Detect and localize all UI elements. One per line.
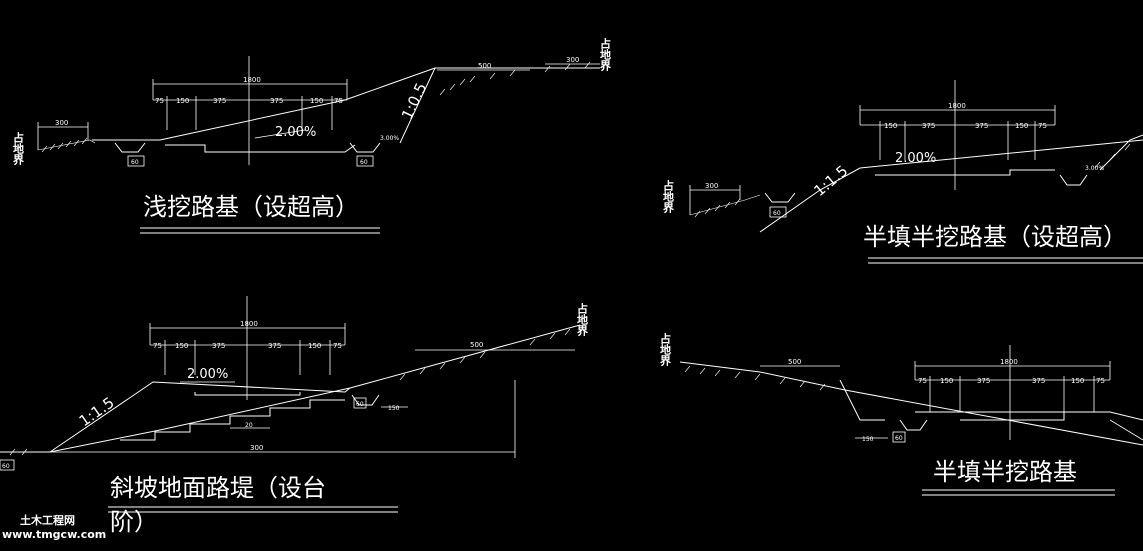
- ditch-dim-left: 60: [2, 463, 10, 470]
- boundary-right: 占地界: [576, 302, 589, 337]
- dim-0: 75: [153, 342, 162, 350]
- boundary-left: 占地界: [662, 179, 675, 214]
- section-shallow-cut: 1800 75 150 375 375 150 75 2.00% 3.00% 6…: [12, 37, 612, 234]
- grade-side-label: 3.00%: [380, 135, 399, 142]
- dim-4: 150: [1071, 377, 1084, 385]
- bottom-dim: 300: [250, 444, 263, 452]
- dim-width-total: 1800: [948, 102, 966, 110]
- ditch-right: [1059, 174, 1088, 186]
- boundary-right: 占地界: [599, 37, 612, 72]
- slope-ratio: 1:1.5: [76, 393, 118, 430]
- dim-3: 375: [268, 342, 281, 350]
- dim-4: 150: [308, 342, 321, 350]
- grade-label: 2.00%: [187, 367, 228, 382]
- ground-hatch: [684, 365, 826, 391]
- ditch-dim: 60: [773, 210, 781, 217]
- dim-4: 150: [310, 97, 323, 105]
- watermark-line1: 土木工程网: [20, 513, 75, 527]
- slope-ratio: 1:1.5: [810, 162, 851, 201]
- grade-label: 2.00%: [275, 125, 316, 140]
- land-dim: 500: [788, 358, 801, 366]
- ground-line: [0, 324, 581, 453]
- dim-2: 375: [977, 377, 990, 385]
- dim-width-total: 1800: [240, 320, 258, 328]
- ditch-right: [349, 142, 381, 153]
- grade-side-label: 3.00%: [1085, 165, 1104, 172]
- ground-hatch: [694, 143, 1131, 218]
- right-land-dim-2: 300: [566, 56, 579, 64]
- benching-steps: [120, 399, 345, 441]
- ditch-dim: 60: [356, 401, 364, 408]
- cut-slope: [399, 67, 600, 144]
- dim-0: 150: [884, 122, 897, 130]
- grade-label: 2.00%: [895, 151, 936, 166]
- boundary-left: 占地界: [12, 131, 25, 166]
- dim-3: 375: [1032, 377, 1045, 385]
- dim-2: 375: [975, 122, 988, 130]
- ground-hatch-right: [439, 61, 591, 96]
- boundary-left: 占地界: [659, 332, 672, 367]
- watermark-line2: www.tmgcw.com: [2, 528, 106, 541]
- section-half-fill-cut: 1800 75 150 375 375 150 75 60 150 500 占地…: [659, 332, 1143, 496]
- ditch-dim: 60: [895, 435, 903, 442]
- dim-1: 150: [176, 97, 189, 105]
- dim-1: 150: [175, 342, 188, 350]
- section-half-fill-cut-super: 1800 150 375 375 150 75 2.00% 3.00% 1:1.…: [662, 80, 1143, 264]
- ditch-left: [114, 142, 146, 153]
- subgrade: [165, 144, 356, 153]
- dim-5: 75: [1096, 377, 1105, 385]
- section-slope-embankment: 1800 75 150 375 375 150 75 2.00% 1:1.5 6…: [0, 296, 589, 536]
- dim-4: 75: [1038, 122, 1047, 130]
- subgrade: [960, 412, 1065, 421]
- ground-line: [679, 361, 1143, 446]
- ditch-left: [764, 192, 796, 203]
- cut-slope: [839, 379, 885, 421]
- dim-3: 375: [270, 97, 283, 105]
- ditch: [351, 394, 380, 406]
- dim-3: 150: [1015, 122, 1028, 130]
- ditch: [899, 419, 928, 431]
- ditch-right-dim: 60: [360, 159, 368, 166]
- ground-hatch-left: [41, 137, 88, 153]
- dim-0: 75: [155, 97, 164, 105]
- section-title-line1: 斜坡地面路堤（设台: [110, 474, 326, 502]
- subgrade: [875, 169, 1055, 176]
- road-surface: [49, 381, 351, 453]
- dim-2: 375: [213, 97, 226, 105]
- section-title: 浅挖路基（设超高）: [143, 193, 359, 221]
- road-surface: [915, 411, 1143, 421]
- ditch-left-dim: 60: [131, 159, 139, 166]
- left-land-dim: 300: [705, 182, 718, 190]
- dim-width-total: 1800: [1000, 358, 1018, 366]
- dim-0: 75: [918, 377, 927, 385]
- offset-dim: 150: [862, 436, 874, 443]
- right-land-dim-1: 500: [478, 62, 491, 70]
- section-title: 半填半挖路基（设超高）: [863, 223, 1127, 251]
- left-land-dim: 300: [55, 119, 68, 127]
- section-title-line2: 阶）: [110, 508, 158, 536]
- step-dim: 20: [245, 422, 253, 429]
- ground-hatch: [9, 328, 571, 456]
- road-surface: [92, 67, 436, 141]
- slope-ratio: 1:0.5: [398, 80, 431, 122]
- dim-2: 375: [212, 342, 225, 350]
- watermark: 土木工程网 www.tmgcw.com: [2, 513, 106, 541]
- dim-1: 375: [922, 122, 935, 130]
- offset-dim: 150: [388, 405, 400, 412]
- road-surface: [759, 139, 1143, 233]
- land-right-dim: 500: [470, 341, 483, 349]
- dim-5: 75: [333, 342, 342, 350]
- section-title: 半填半挖路基: [933, 458, 1077, 486]
- subgrade: [194, 392, 301, 396]
- dim-width-total: 1800: [243, 76, 261, 84]
- dim-1: 150: [940, 377, 953, 385]
